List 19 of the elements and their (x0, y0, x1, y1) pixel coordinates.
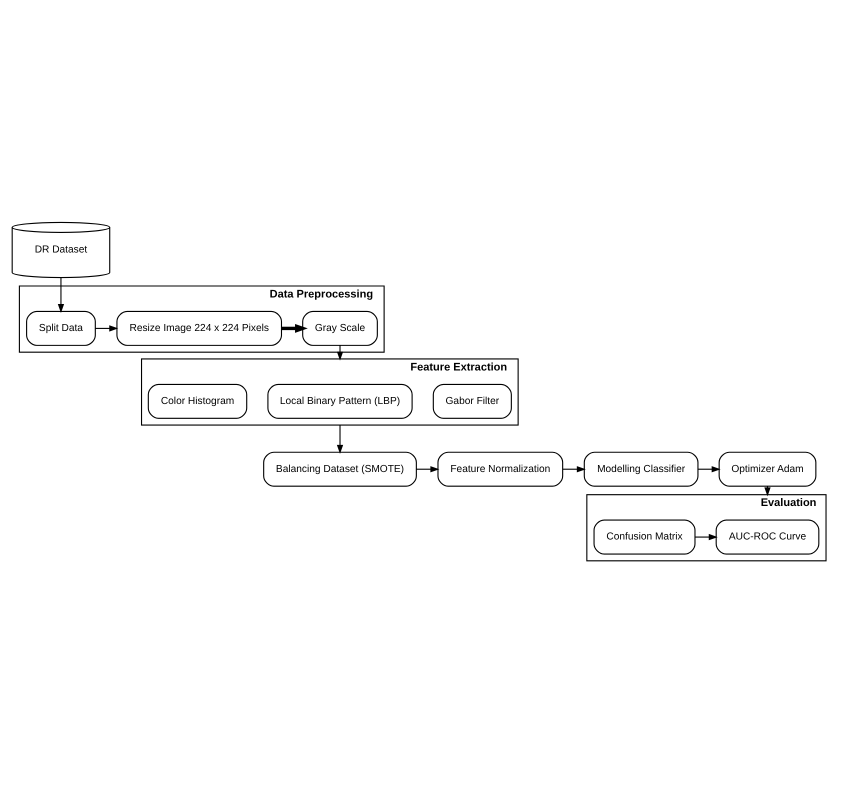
arrow (562, 466, 586, 472)
arrow (695, 533, 718, 540)
node-box: Balancing Dataset (SMOTE) (263, 451, 417, 486)
arrow (58, 277, 64, 313)
arrow (336, 424, 344, 454)
node-box: Resize Image 224 x 224 Pixels (116, 310, 282, 346)
arrow (282, 323, 308, 332)
node-box: Color Histogram (148, 383, 248, 418)
arrow (698, 466, 721, 472)
node-box: Local Binary Pattern (LBP) (267, 383, 413, 418)
arrow (416, 466, 440, 472)
node-box: Split Data (26, 310, 96, 346)
node-box: Feature Normalization (437, 451, 564, 486)
arrow (96, 324, 118, 332)
node-box: Gabor Filter (432, 383, 512, 418)
node-box: Confusion Matrix (594, 519, 696, 554)
node-box: Modelling Classifier (584, 451, 698, 486)
node-box: AUC-ROC Curve (716, 519, 820, 554)
node-box: Gray Scale (302, 310, 378, 346)
